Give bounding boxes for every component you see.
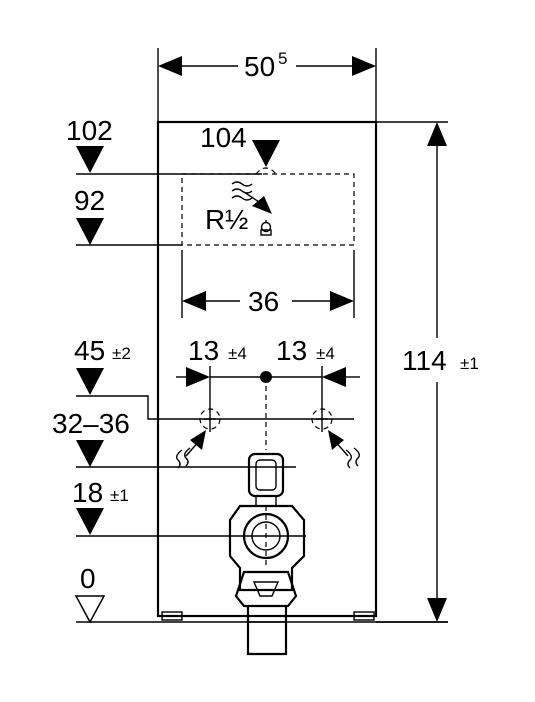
level-0-marker: 0	[74, 563, 448, 624]
level-102-marker: 102	[66, 115, 262, 175]
right-water-arrow-icon	[328, 430, 361, 469]
top-width-dimension: 50 5	[157, 48, 377, 122]
left-offset-label: 13	[188, 335, 219, 366]
height-label: 114	[402, 345, 447, 376]
connection-zone	[181, 167, 355, 246]
level-18-marker: 18 ±1	[72, 477, 306, 537]
right-offset-label: 13	[276, 335, 307, 366]
level-92-label: 92	[74, 185, 105, 216]
frame-feet	[161, 611, 375, 621]
level-45-tolerance: ±2	[112, 344, 131, 363]
thread-label: R	[205, 204, 225, 235]
water-supply-icon	[231, 181, 272, 214]
level-18-label: 18	[72, 477, 103, 508]
offset-dimension-line	[176, 366, 360, 450]
top-width-superscript: 5	[278, 49, 287, 68]
left-supply-point	[199, 408, 221, 430]
level-104-marker: 104	[200, 122, 280, 167]
left-offset-dimension: 13 ±4	[188, 335, 247, 366]
drain-pipe-assembly	[228, 452, 306, 656]
top-width-label: 50	[244, 51, 275, 82]
height-dimension: 114 ±1	[376, 121, 479, 623]
level-18-tolerance: ±1	[110, 486, 129, 505]
level-45-marker: 45 ±2	[74, 335, 354, 420]
level-92-marker: 92	[74, 185, 182, 246]
level-32-36-marker: 32–36	[52, 408, 296, 468]
level-102-label: 102	[66, 115, 113, 146]
level-45-label: 45	[74, 335, 105, 366]
right-supply-point	[311, 408, 333, 430]
thread-fraction: ½	[225, 204, 248, 235]
right-offset-dimension: 13 ±4	[276, 335, 335, 366]
level-32-36-label: 32–36	[52, 408, 130, 439]
level-0-label: 0	[80, 563, 96, 594]
level-104-label: 104	[200, 122, 247, 153]
left-offset-tolerance: ±4	[228, 344, 247, 363]
valve-icon	[260, 220, 272, 236]
inner-width-dimension: 36	[181, 250, 355, 318]
height-tolerance: ±1	[460, 354, 479, 373]
right-offset-tolerance: ±4	[316, 344, 335, 363]
inner-width-label: 36	[248, 286, 279, 317]
left-water-arrow-icon	[175, 430, 206, 469]
frame-body	[156, 120, 378, 618]
